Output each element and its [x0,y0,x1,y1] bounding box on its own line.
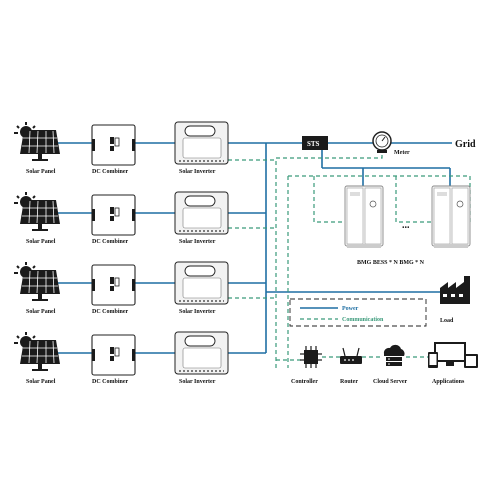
row-2: Solar Panel DC Combiner Solar Inverter [14,191,229,245]
controller-icon [300,346,322,368]
solar-panel-label: Solar Panel [26,239,56,245]
solar-inverter-label: Solar Inverter [179,239,216,245]
meter-label: Meter [394,150,410,156]
inverter-icon [174,121,229,165]
dc-combiner-label: DC Combiner [92,239,129,245]
bess-label: BMG BESS * N BMG * N [357,260,425,266]
controller-label: Controller [291,379,318,385]
solar-panel-icon [20,200,60,231]
inverter-icon [174,331,229,375]
inverter-icon [174,261,229,305]
grid-label: Grid [455,139,476,150]
devices-icon [428,342,478,368]
combiner-box-icon [91,194,136,236]
cloud-server-icon [383,344,405,366]
sts-box-icon: STS [302,136,328,150]
meter-icon [372,131,392,153]
solar-panel-label: Solar Panel [26,169,56,175]
applications-label: Applications [432,379,465,385]
sts-label: STS [307,140,320,148]
dc-combiner-label: DC Combiner [92,309,129,315]
solar-inverter-label: Solar Inverter [179,379,216,385]
dc-combiner-label: DC Combiner [92,379,129,385]
combiner-box-icon [91,124,136,166]
row-1: Solar Panel DC Combiner Solar Inverter [14,121,229,175]
combiner-box-icon [91,264,136,306]
bess-ellipsis: ... [402,220,410,231]
power-lines [58,142,452,354]
load-label: Load [440,318,454,324]
cloud-server-label: Cloud Server [373,379,408,385]
solar-panel-icon [20,270,60,301]
solar-inverter-label: Solar Inverter [179,309,216,315]
battery-cabinet-icon [344,185,384,248]
combiner-box-icon [91,334,136,376]
solar-panel-icon [20,130,60,161]
solar-panel-label: Solar Panel [26,309,56,315]
legend-power-label: Power [342,306,359,312]
communication-lines [228,150,471,368]
legend: Power Communication [289,298,427,327]
factory-icon [440,276,470,304]
solar-panel-icon [20,340,60,371]
router-label: Router [340,379,358,385]
router-icon [340,347,362,364]
inverter-icon [174,191,229,235]
solar-panel-label: Solar Panel [26,379,56,385]
legend-communication-label: Communication [342,317,384,323]
row-3: Solar Panel DC Combiner Solar Inverter [14,261,229,315]
solar-inverter-label: Solar Inverter [179,169,216,175]
dc-combiner-label: DC Combiner [92,169,129,175]
battery-cabinet-icon [431,185,471,248]
row-4: Solar Panel DC Combiner Solar Inverter [14,331,229,385]
